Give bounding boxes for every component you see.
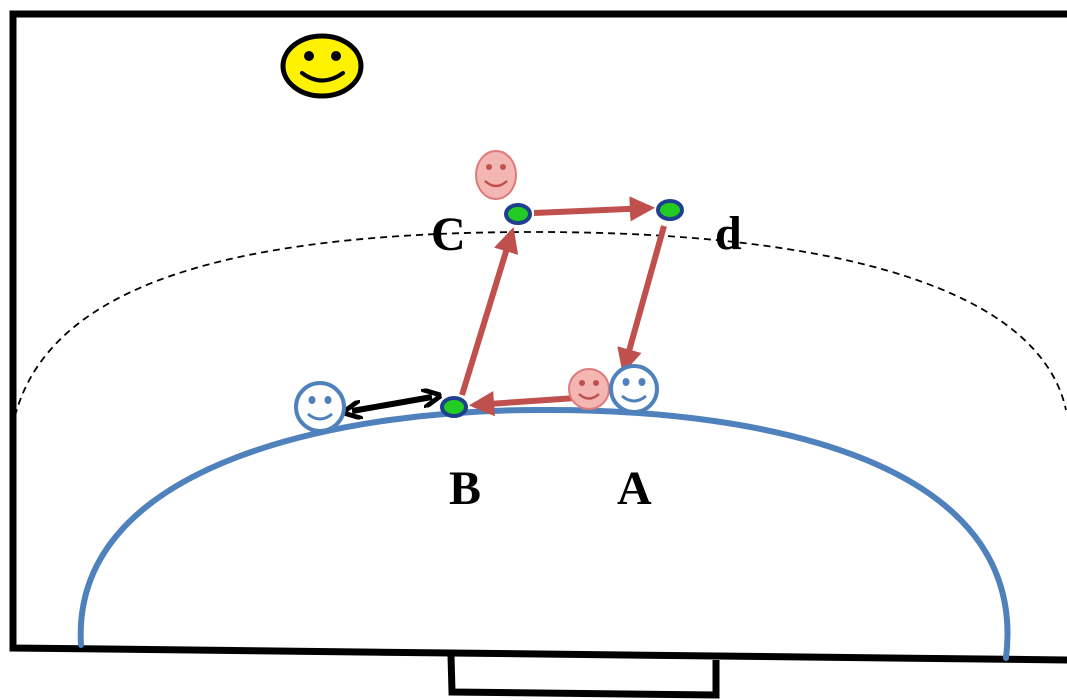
court-boundary	[9, 10, 1067, 664]
pass-arrow-a-to-b	[468, 391, 577, 417]
pink-smiley-icon	[475, 150, 517, 200]
label-c: C	[431, 208, 466, 261]
cone-b-icon	[440, 396, 468, 418]
nine-meter-line	[14, 231, 1067, 417]
pink-smiley-icon	[568, 368, 610, 410]
label-a: A	[617, 462, 652, 515]
label-d: d	[715, 207, 742, 260]
blue-smiley-icon	[609, 364, 659, 414]
goal	[447, 654, 720, 699]
pass-arrow-b-to-c	[459, 227, 519, 396]
six-meter-line	[77, 406, 1011, 661]
label-b: B	[449, 462, 481, 515]
cone-d-icon	[656, 199, 684, 221]
yellow-smiley-icon	[280, 33, 364, 99]
pass-arrow-c-to-d	[533, 196, 656, 222]
pass-arrow-d-to-a	[617, 225, 667, 374]
cone-c-icon	[504, 203, 532, 225]
double-arrow	[352, 397, 432, 411]
blue-smiley-icon	[294, 381, 346, 433]
